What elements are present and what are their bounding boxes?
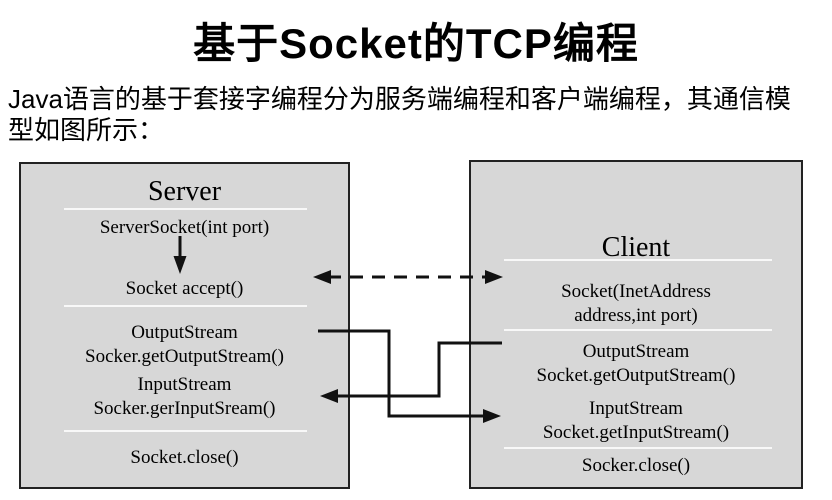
server-input-stream-label: InputStream	[137, 374, 232, 395]
server-socket-close: Socket.close()	[130, 447, 239, 468]
server-separator-3	[64, 430, 307, 432]
server-separator-1	[64, 208, 307, 210]
client-box-title: Client	[601, 232, 671, 263]
server-socket-accept: Socket accept()	[125, 278, 244, 299]
client-socket-constructor-line2: address,int port)	[574, 305, 698, 326]
client-output-stream-call: Socket.getOutputStream()	[536, 365, 736, 386]
server-box: Server ServerSocket(int port) Socket acc…	[19, 162, 350, 489]
client-separator-3	[504, 447, 772, 449]
page-title: 基于Socket的TCP编程	[193, 20, 639, 67]
client-separator-1	[504, 259, 772, 261]
server-input-stream-call: Socker.gerInputSream()	[93, 398, 276, 419]
server-box-title: Server	[147, 176, 222, 207]
server-separator-2	[64, 305, 307, 307]
client-box: Client Socket(InetAddress address,int po…	[469, 160, 803, 489]
server-socket-constructor: ServerSocket(int port)	[99, 217, 270, 238]
client-separator-2	[504, 329, 772, 331]
client-input-stream-label: InputStream	[589, 398, 683, 419]
client-socket-close: Socker.close()	[581, 455, 691, 476]
client-socket-constructor-line1: Socket(InetAddress	[561, 281, 711, 302]
client-output-stream-label: OutputStream	[582, 341, 690, 362]
intro-line-1: Java语言的基于套接字编程分为服务端编程和客户端编程，其通信模	[8, 84, 791, 114]
intro-text: Java语言的基于套接字编程分为服务端编程和客户端编程，其通信模 型如图所示：	[8, 84, 824, 146]
server-output-stream-call: Socker.getOutputStream()	[85, 346, 284, 367]
client-input-stream-call: Socket.getInputStream()	[542, 422, 730, 443]
server-output-stream-label: OutputStream	[131, 322, 238, 343]
intro-line-2: 型如图所示：	[8, 115, 165, 145]
